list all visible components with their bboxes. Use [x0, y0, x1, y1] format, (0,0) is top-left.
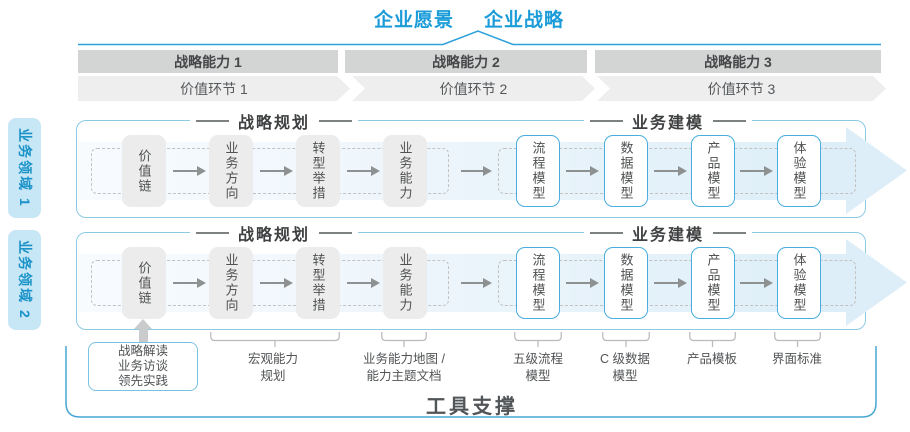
domain-tab-label: 业务领域 2 [16, 240, 33, 320]
up-arrow-stem [139, 329, 148, 342]
flow-arrow [654, 278, 687, 288]
box-business-capability: 业务能力 [383, 247, 427, 319]
flow-arrow [461, 278, 492, 288]
box-transformation-initiatives: 转型举措 [296, 135, 340, 207]
annotation-data-model: C 级数据 模型 [599, 352, 650, 383]
chevron-label: 价值环节 1 [180, 80, 248, 97]
bracket-capability-map [381, 332, 427, 347]
bar-label: 战略能力 2 [432, 53, 500, 70]
title-dash [319, 232, 353, 234]
value-link-chevron-1: 价值环节 1 [78, 76, 350, 101]
tool-support-label: 工具支撑 [426, 396, 518, 418]
bracket-product-template [689, 332, 736, 347]
domain-row-panel-2: 价值链 业务方向 转型举措 业务能力 流程模型 数据模型 产品模型 体验模型 战… [76, 222, 907, 330]
annotation-process-model: 五级流程 模型 [512, 352, 563, 383]
box-transformation-initiatives: 转型举措 [296, 247, 340, 319]
section-title-strategic-planning: 战略规划 [189, 110, 359, 132]
flow-arrow [566, 166, 599, 176]
value-link-chevron-2: 价值环节 2 [352, 76, 595, 101]
planning-dashed-group [91, 260, 449, 306]
bracket-process-model [514, 332, 562, 347]
box-value-chain: 价值链 [122, 135, 166, 207]
flow-arrow [260, 166, 293, 176]
bracket-ui-standard [774, 332, 821, 347]
bracket-data-model [602, 332, 650, 347]
flow-arrow [260, 278, 293, 288]
vision-title: 企业愿景 [374, 10, 455, 31]
annotation-ui-standard: 界面标准 [771, 352, 822, 366]
box-process-model: 流程模型 [516, 135, 560, 207]
annotation-capability-map: 业务能力地图 / 能力主题文档 [363, 352, 445, 383]
title-dash [195, 120, 229, 122]
strategy-capability-bar-2: 战略能力 2 [345, 50, 587, 73]
strategy-capability-bar-1: 战略能力 1 [78, 50, 338, 73]
title-dash [713, 232, 747, 234]
domain-row-panel-1: 价值链 业务方向 转型举措 业务能力 流程模型 数据模型 产品模型 体验模型 战… [76, 110, 907, 218]
flow-arrow [654, 166, 687, 176]
box-experience-model: 体验模型 [777, 247, 821, 319]
title-dash [589, 120, 623, 122]
box-business-direction: 业务方向 [209, 247, 253, 319]
box-business-capability: 业务能力 [383, 135, 427, 207]
flow-arrow [566, 278, 599, 288]
flow-arrow [461, 166, 492, 176]
section-title-strategic-planning: 战略规划 [189, 222, 359, 244]
bracket-macro-capability [210, 332, 340, 347]
value-link-chevron-3: 价值环节 3 [597, 76, 886, 101]
annotation-product-template: 产品模板 [686, 352, 737, 366]
flow-arrow [347, 166, 380, 176]
box-business-direction: 业务方向 [209, 135, 253, 207]
domain-tab-2: 业务领域 2 [8, 230, 41, 330]
box-value-chain: 价值链 [122, 247, 166, 319]
title-dash [589, 232, 623, 234]
bar-label: 战略能力 1 [174, 53, 242, 70]
vision-caret-line [78, 30, 881, 46]
section-title-business-modeling: 业务建模 [583, 110, 753, 132]
annotation-macro-capability: 宏观能力 规划 [247, 352, 298, 383]
chevron-label: 价值环节 2 [439, 80, 508, 97]
chevron-label: 价值环节 3 [707, 80, 776, 97]
title-dash [195, 232, 229, 234]
modeling-dashed-group [498, 260, 856, 306]
box-product-model: 产品模型 [691, 135, 735, 207]
flow-arrow [173, 278, 206, 288]
title-dash [319, 120, 353, 122]
planning-dashed-group [91, 148, 449, 194]
title-dash [713, 120, 747, 122]
flow-arrow [740, 166, 773, 176]
flow-arrow [347, 278, 380, 288]
box-data-model: 数据模型 [604, 247, 648, 319]
modeling-dashed-group [498, 148, 856, 194]
flow-arrow [173, 166, 206, 176]
annotation-source-box: 战略解读 业务访谈 领先实践 [88, 342, 198, 391]
box-data-model: 数据模型 [604, 135, 648, 207]
domain-tab-label: 业务领域 1 [16, 128, 33, 208]
up-arrow-icon [134, 319, 152, 329]
bar-label: 战略能力 3 [704, 53, 772, 70]
diagram-header: 企业愿景 企业战略 [374, 5, 564, 32]
section-title-business-modeling: 业务建模 [583, 222, 753, 244]
box-process-model: 流程模型 [516, 247, 560, 319]
flow-arrow [740, 278, 773, 288]
domain-tab-1: 业务领域 1 [8, 118, 41, 218]
box-product-model: 产品模型 [691, 247, 735, 319]
tool-support-container [65, 346, 877, 418]
box-experience-model: 体验模型 [777, 135, 821, 207]
strategy-title: 企业战略 [484, 10, 565, 31]
strategy-capability-bar-3: 战略能力 3 [595, 50, 881, 73]
